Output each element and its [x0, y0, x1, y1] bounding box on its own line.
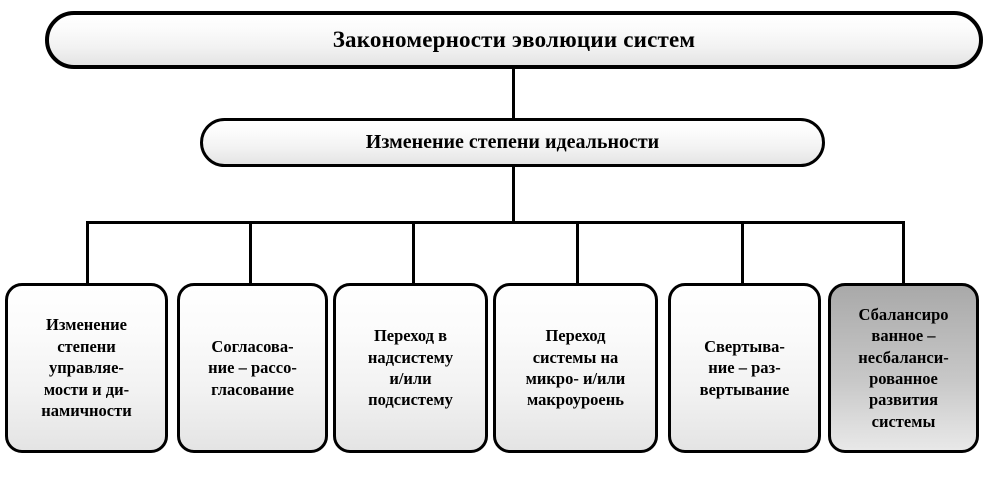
node-leaf-1-label: Изменение степени управляе- мости и ди- …: [41, 315, 132, 421]
node-level2-label: Изменение степени идеальности: [365, 131, 660, 153]
node-root-label: Закономерности эволюции систем: [332, 27, 696, 52]
node-leaf-3[interactable]: Переход в надсистему и/или подсистему: [333, 283, 488, 453]
node-root[interactable]: Закономерности эволюции систем: [45, 11, 983, 69]
node-leaf-3-label: Переход в надсистему и/или подсистему: [367, 326, 454, 410]
connector-drop-2: [249, 221, 252, 283]
connector-drop-5: [741, 221, 744, 283]
node-leaf-5[interactable]: Свертыва- ние – раз- вертывание: [668, 283, 821, 453]
node-leaf-5-label: Свертыва- ние – раз- вертывание: [699, 336, 790, 399]
node-leaf-6[interactable]: Сбалансиро ванное – несбаланси- рованное…: [828, 283, 979, 453]
connector-root-to-level2: [512, 69, 515, 119]
connector-level2-to-bus: [512, 167, 515, 223]
node-leaf-1[interactable]: Изменение степени управляе- мости и ди- …: [5, 283, 168, 453]
connector-drop-4: [576, 221, 579, 283]
connector-drop-6: [902, 221, 905, 283]
connector-horizontal-bus: [86, 221, 905, 224]
node-leaf-4-label: Переход системы на микро- и/или макроуро…: [525, 326, 626, 410]
connector-drop-1: [86, 221, 89, 283]
node-leaf-4[interactable]: Переход системы на микро- и/или макроуро…: [493, 283, 658, 453]
connector-drop-3: [412, 221, 415, 283]
node-leaf-6-label: Сбалансиро ванное – несбаланси- рованное…: [858, 304, 949, 431]
node-leaf-2-label: Согласова- ние – рассо- гласование: [208, 336, 297, 399]
node-leaf-2[interactable]: Согласова- ние – рассо- гласование: [177, 283, 328, 453]
node-level2[interactable]: Изменение степени идеальности: [200, 118, 825, 167]
